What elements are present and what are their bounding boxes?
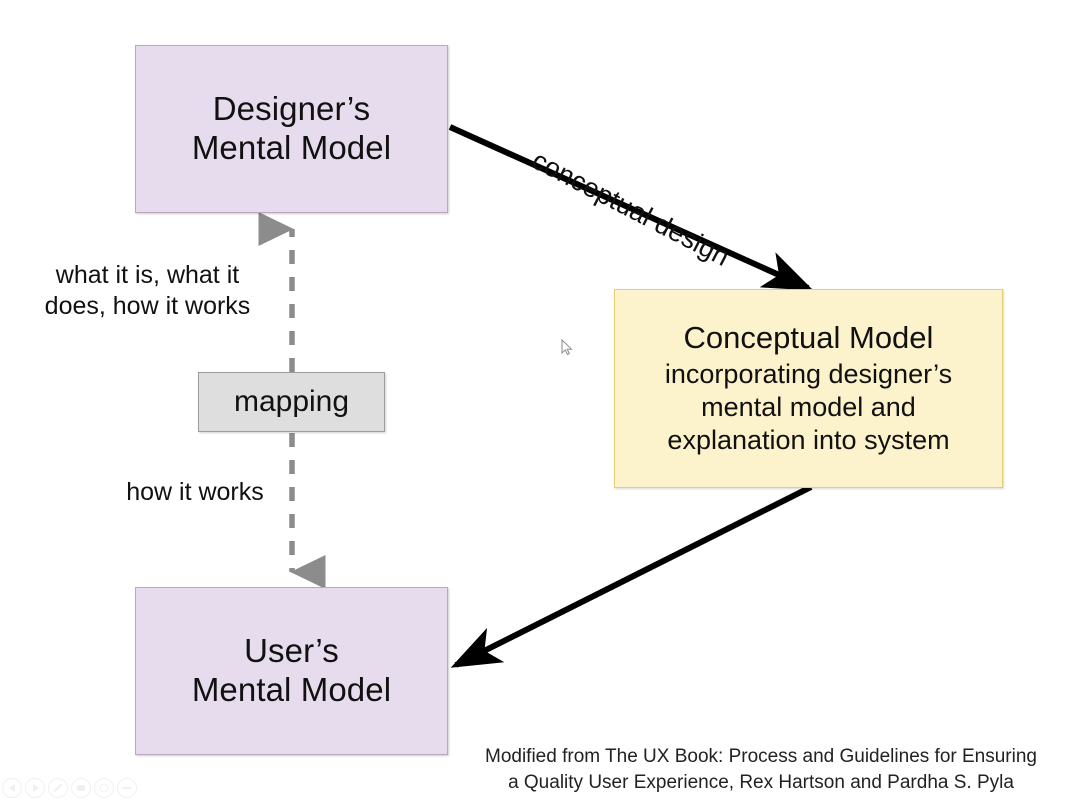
conceptual-node-title: Conceptual Model xyxy=(683,320,934,356)
conceptual-to-user-arrow xyxy=(450,484,813,668)
source-caption-line1: Modified from The UX Book: Process and G… xyxy=(485,746,1037,767)
video-player-toolbar[interactable] xyxy=(0,776,142,800)
camera-icon[interactable] xyxy=(71,778,91,798)
label-what-it-is-line2: does, how it works xyxy=(44,292,251,320)
zoom-out-icon[interactable] xyxy=(117,778,137,798)
node-designers-mental-model[interactable]: Designer’s Mental Model xyxy=(135,45,448,213)
user-node-line2: Mental Model xyxy=(191,671,392,708)
label-how-it-works: how it works xyxy=(126,478,264,506)
node-users-mental-model[interactable]: User’s Mental Model xyxy=(135,587,448,755)
conceptual-node-subline2: mental model and xyxy=(701,391,916,422)
label-what-it-is-line1: what it is, what it xyxy=(55,261,240,289)
designer-node-line2: Mental Model xyxy=(191,129,392,166)
label-conceptual-design: conceptual design xyxy=(527,144,735,272)
mouse-cursor xyxy=(561,339,573,356)
conceptual-node-subline3: explanation into system xyxy=(667,424,950,455)
play-icon[interactable] xyxy=(25,778,45,798)
user-node-line1: User’s xyxy=(244,632,339,670)
zoom-in-icon[interactable] xyxy=(94,778,114,798)
mapping-node-label: mapping xyxy=(233,385,350,419)
label-what-it-is: what it is, what it does, how it works xyxy=(10,260,285,322)
node-mapping[interactable]: mapping xyxy=(198,372,385,432)
source-caption: Modified from The UX Book: Process and G… xyxy=(466,744,1056,795)
source-caption-line2: a Quality User Experience, Rex Hartson a… xyxy=(508,771,1014,793)
conceptual-node-subline1: incorporating designer’s xyxy=(664,358,953,389)
designer-node-line1: Designer’s xyxy=(212,90,371,128)
pen-icon[interactable] xyxy=(48,778,68,798)
rewind-icon[interactable] xyxy=(2,778,22,798)
node-conceptual-model[interactable]: Conceptual Model incorporating designer’… xyxy=(614,289,1003,488)
